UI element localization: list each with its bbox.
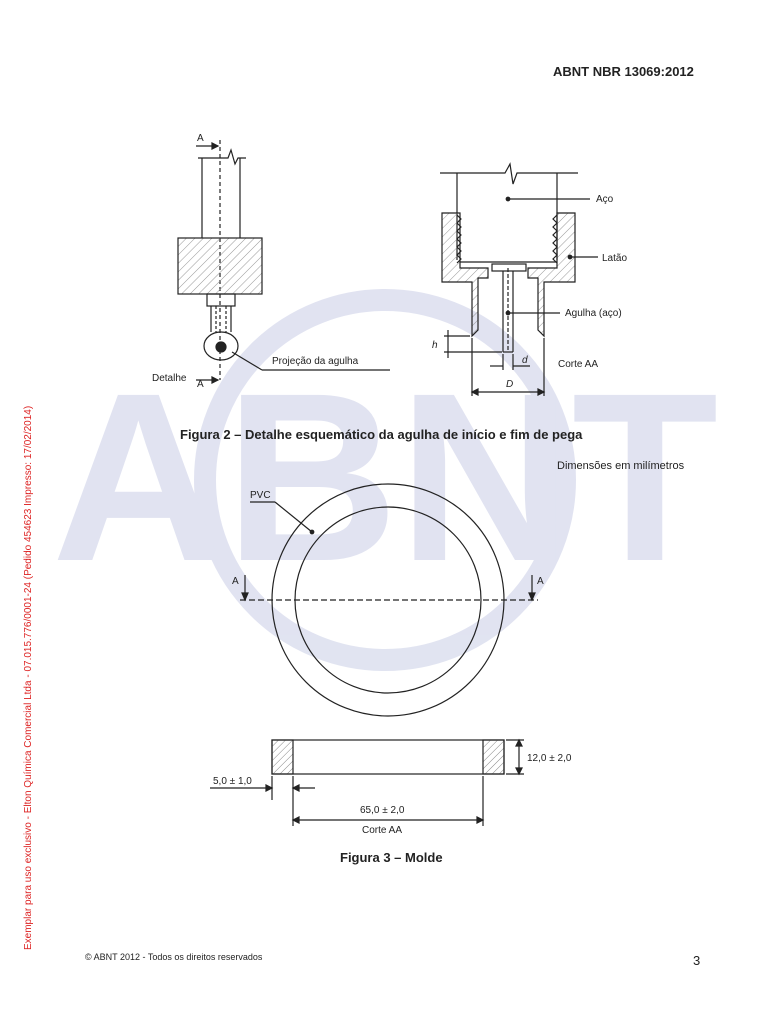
wall-dim-label: 5,0 ± 1,0 bbox=[213, 776, 252, 787]
height-dim-label: 12,0 ± 2,0 bbox=[527, 753, 572, 764]
page-number: 3 bbox=[693, 953, 701, 968]
figure3-caption: Figura 3 – Molde bbox=[340, 850, 443, 865]
section-a-bottom-label: A bbox=[197, 379, 204, 390]
watermark-text: ABNT bbox=[52, 343, 719, 611]
standard-id: ABNT NBR 13069:2012 bbox=[553, 64, 694, 79]
d-dim-label: d bbox=[522, 355, 528, 366]
h-dim-label: h bbox=[432, 340, 438, 351]
fig3-corte-label: Corte AA bbox=[362, 825, 402, 836]
projecao-label: Projeção da agulha bbox=[272, 356, 359, 367]
section-a-left-label: A bbox=[232, 576, 239, 587]
figure2-caption: Figura 2 – Detalhe esquemático da agulha… bbox=[180, 427, 583, 442]
aco-label: Aço bbox=[596, 194, 614, 205]
side-stamp: Exemplar para uso exclusivo - Elton Quím… bbox=[23, 405, 34, 950]
units-note: Dimensões em milímetros bbox=[557, 460, 685, 472]
latao-label: Latão bbox=[602, 253, 627, 264]
agulha-label: Agulha (aço) bbox=[565, 308, 622, 319]
section-a-top-label: A bbox=[197, 133, 204, 144]
D-dim-label: D bbox=[506, 379, 513, 390]
fig2-corte-label: Corte AA bbox=[558, 359, 598, 370]
footer-copyright: © ABNT 2012 - Todos os direitos reservad… bbox=[85, 952, 263, 962]
pvc-label: PVC bbox=[250, 490, 271, 501]
section-a-right-label: A bbox=[537, 576, 544, 587]
detalhe-label: Detalhe bbox=[152, 373, 187, 384]
diameter-dim-label: 65,0 ± 2,0 bbox=[360, 805, 405, 816]
